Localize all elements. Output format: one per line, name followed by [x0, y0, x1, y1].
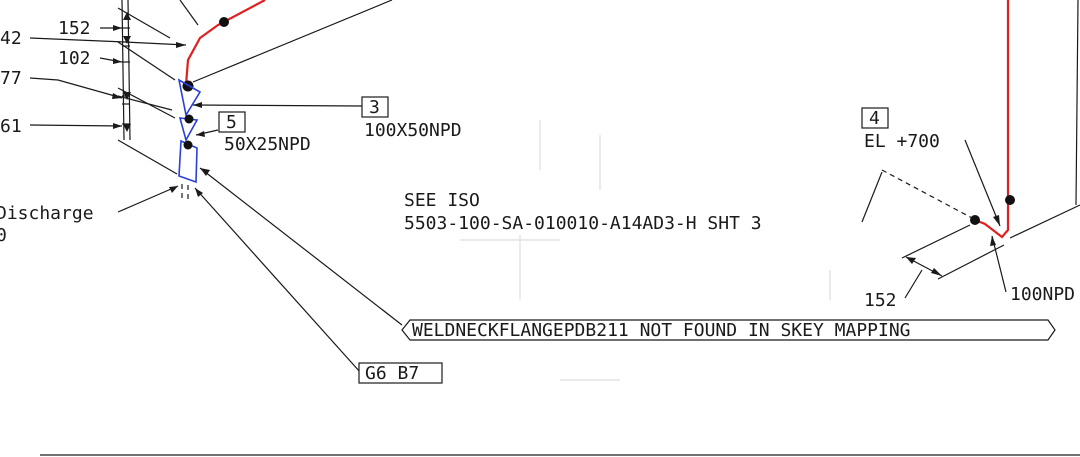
reducer-size-label: 100X50NPD — [364, 120, 462, 141]
weld-point — [1005, 195, 1015, 205]
arrowhead — [176, 42, 186, 48]
tag-3-box — [361, 96, 389, 118]
dimension-42: 42 — [0, 28, 22, 49]
weld-point — [219, 17, 229, 27]
right-branch-line — [1009, 204, 1080, 239]
discharge-label: Discharge — [0, 203, 94, 224]
dimension-stack-left — [117, 0, 178, 175]
arrowhead — [113, 123, 122, 129]
dimension-152-right: 152 — [864, 290, 897, 311]
arrowhead — [990, 236, 996, 246]
small-reducer-size-label: 50X25NPD — [224, 134, 311, 155]
arrowhead — [993, 215, 1000, 226]
leader-42 — [29, 37, 187, 46]
arrowhead — [200, 168, 210, 176]
tag-3-leader — [192, 104, 363, 107]
discharge-leader — [117, 185, 179, 213]
dimension-61: 61 — [0, 116, 22, 137]
grid-ref-label: G6 B7 — [365, 363, 419, 384]
size-leader — [991, 235, 1007, 293]
grid-ref-box — [358, 362, 443, 384]
warning-callout-box — [401, 319, 1056, 341]
dimension-152-right — [901, 224, 1005, 299]
dimension-152-top: 152 — [58, 18, 91, 39]
continuation-dashed — [881, 169, 973, 219]
see-iso-line-2: 5503-100-SA-010010-A14AD3-H SHT 3 — [404, 213, 762, 234]
arrowhead — [113, 25, 122, 31]
tag-4-number: 4 — [869, 108, 880, 129]
tag-5-number: 5 — [226, 112, 237, 133]
tag-4-box — [861, 107, 889, 129]
leader-61 — [29, 124, 123, 127]
tag-4-leader — [964, 139, 1001, 227]
leader-line — [179, 0, 199, 26]
arrowhead — [196, 131, 205, 137]
tag-3-number: 3 — [369, 97, 380, 118]
size-label-right: 100NPD — [1010, 284, 1075, 305]
warning-message: WELDNECKFLANGEPDB211 NOT FOUND IN SKEY M… — [412, 320, 911, 341]
elevation-label: EL +700 — [864, 131, 940, 152]
see-iso-line-1: SEE ISO — [404, 190, 480, 211]
weld-point — [183, 140, 193, 150]
arrowhead — [112, 93, 122, 99]
arrowhead — [169, 186, 178, 193]
right-vertical-line — [1075, 0, 1079, 206]
reducer-large — [177, 78, 202, 118]
weld-point — [970, 215, 980, 225]
arrowhead — [193, 102, 202, 108]
weld-point — [184, 114, 194, 124]
arrowhead — [195, 188, 203, 197]
tag-5-box — [218, 111, 246, 133]
leader-line — [192, 0, 393, 83]
pipe-red-right — [974, 0, 1010, 239]
grid-ref-leader — [194, 187, 361, 373]
leader-77 — [29, 77, 123, 99]
warning-leader — [199, 167, 403, 326]
dimension-77: 77 — [0, 68, 22, 89]
pipe-red-left — [184, 0, 266, 86]
see-iso-leader — [861, 171, 883, 223]
arrowhead — [113, 58, 122, 64]
background-ghost-lines — [460, 120, 831, 381]
dimension-102: 102 — [58, 48, 91, 69]
discharge-suffix: 0 — [0, 225, 7, 246]
